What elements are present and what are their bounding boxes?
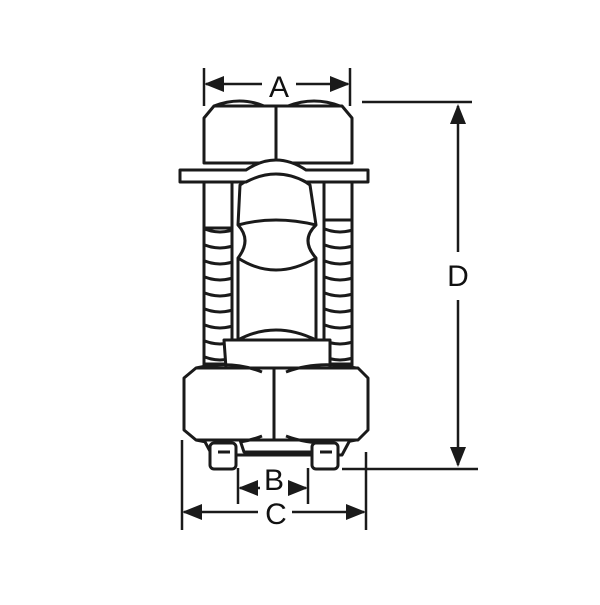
dimension-d <box>342 100 478 471</box>
dimension-a-label: A <box>269 71 289 104</box>
dimension-a <box>202 68 352 106</box>
bottom-hex-nut <box>182 363 370 445</box>
bottom-saddle <box>202 438 352 471</box>
dimension-b <box>236 468 310 504</box>
dimension-c-label: C <box>265 498 287 531</box>
center-body <box>222 171 332 370</box>
pressure-bar <box>178 158 370 184</box>
dimension-c <box>180 440 368 530</box>
dimension-b-label: B <box>264 464 284 497</box>
top-hex-nut <box>202 99 354 165</box>
left-bolt-shank <box>202 178 234 372</box>
dimension-d-label: D <box>447 260 469 293</box>
